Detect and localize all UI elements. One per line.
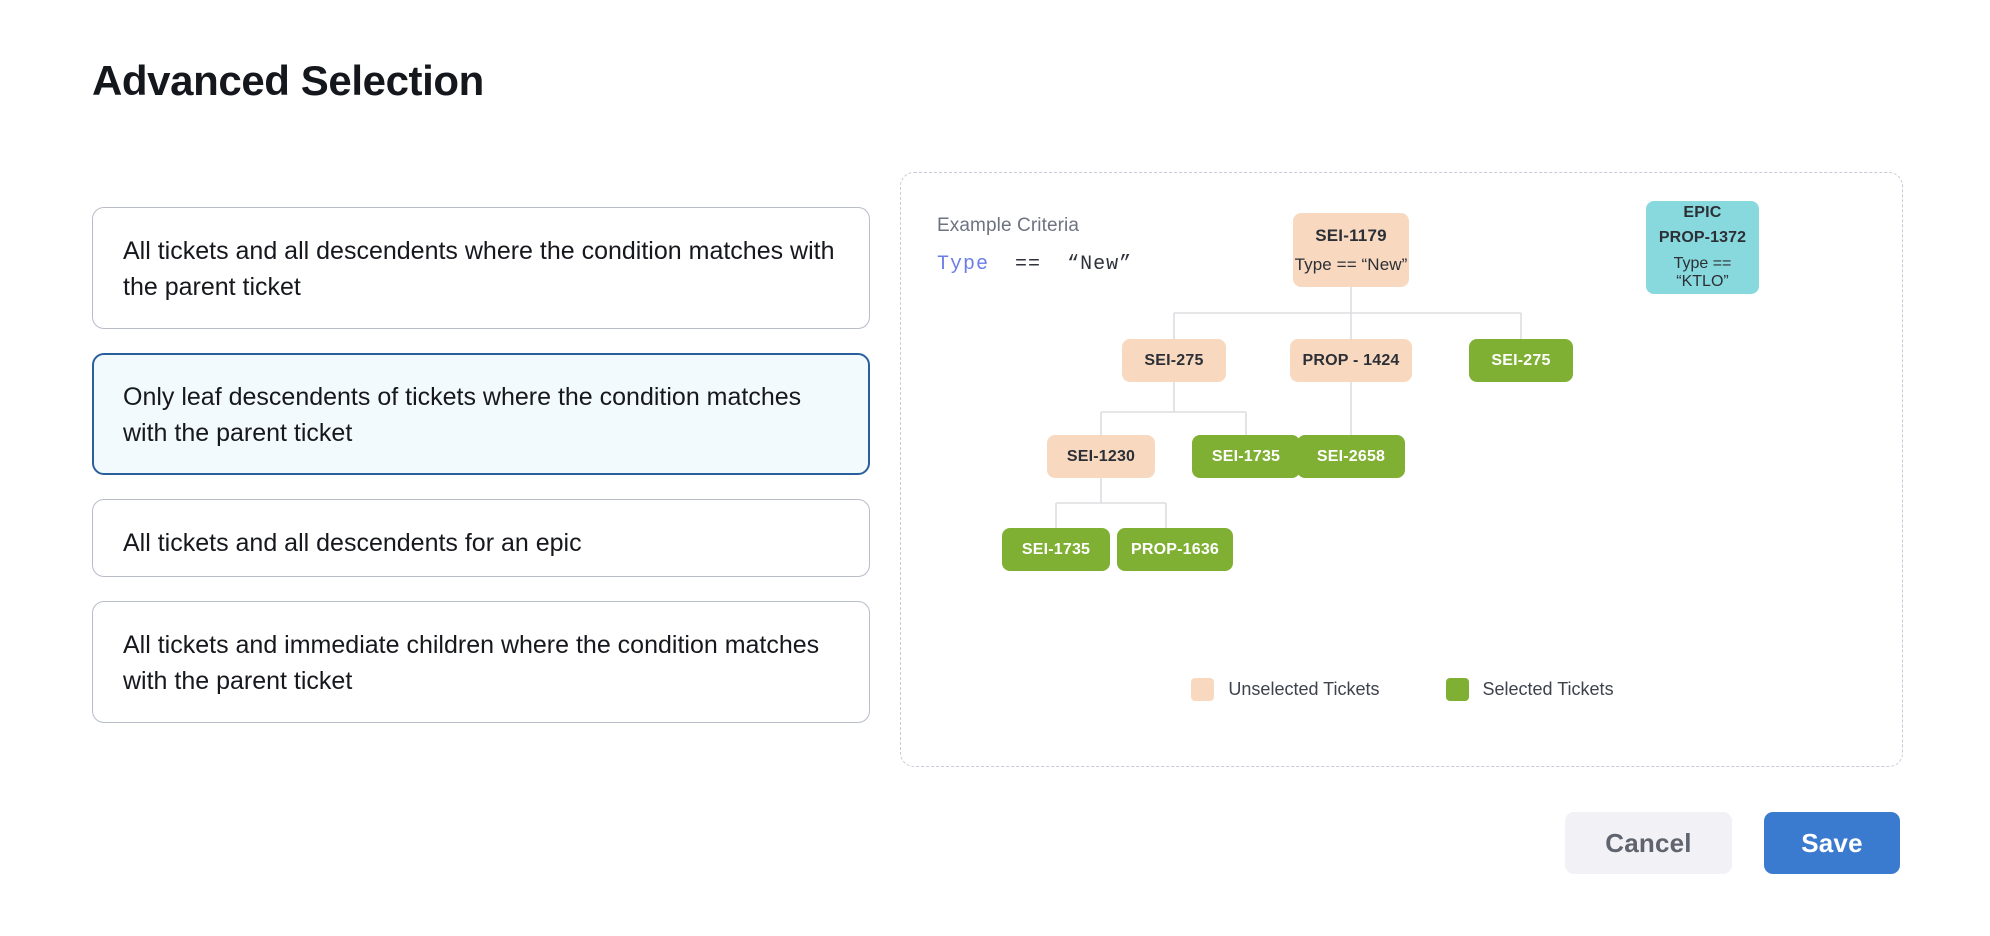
diagram-legend: Unselected Tickets Selected Tickets: [901, 678, 1904, 701]
legend-swatch-unselected-icon: [1191, 678, 1215, 701]
node-condition: Type == “KTLO”: [1673, 255, 1732, 290]
option-label: All tickets and immediate children where…: [123, 631, 820, 695]
cancel-button[interactable]: Cancel: [1565, 812, 1732, 874]
option-card-immediate-children-condition[interactable]: All tickets and immediate children where…: [92, 601, 870, 723]
node-id: SEI-1230: [1066, 447, 1136, 465]
tree-node-sei-1735-a[interactable]: SEI-1735: [1192, 435, 1300, 478]
node-type: EPIC: [1683, 204, 1722, 221]
tree-node-sei-1735-b[interactable]: SEI-1735: [1002, 528, 1110, 571]
criteria-value: “New”: [1067, 253, 1133, 276]
option-label: All tickets and all descendents for an e…: [123, 529, 582, 557]
option-card-all-descendents-condition[interactable]: All tickets and all descendents where th…: [92, 207, 870, 329]
page-title: Advanced Selection: [92, 57, 484, 104]
selection-options-list: All tickets and all descendents where th…: [92, 207, 870, 723]
option-card-leaf-descendents-condition[interactable]: Only leaf descendents of tickets where t…: [92, 353, 870, 475]
save-button[interactable]: Save: [1764, 812, 1900, 874]
tree-node-sei-1230[interactable]: SEI-1230: [1047, 435, 1155, 478]
tree-node-sei-2658[interactable]: SEI-2658: [1297, 435, 1405, 478]
node-id: SEI-1179: [1315, 225, 1387, 245]
node-id: SEI-275: [1144, 351, 1204, 369]
tree-node-sei-1179[interactable]: SEI-1179 Type == “New”: [1293, 213, 1409, 287]
option-card-all-descendents-epic[interactable]: All tickets and all descendents for an e…: [92, 499, 870, 577]
criteria-field: Type: [937, 253, 990, 276]
option-label: All tickets and all descendents where th…: [123, 237, 835, 301]
tree-node-sei-275-b[interactable]: SEI-275: [1469, 339, 1573, 382]
dialog-footer: Cancel Save: [1565, 812, 1900, 874]
legend-swatch-selected-icon: [1445, 678, 1469, 701]
node-id: PROP - 1424: [1302, 351, 1400, 369]
node-id: SEI-2658: [1316, 447, 1386, 465]
tree-node-prop-1424[interactable]: PROP - 1424: [1290, 339, 1412, 382]
legend-label: Selected Tickets: [1482, 679, 1614, 699]
criteria-expression: Type == “New”: [937, 253, 1132, 276]
tree-node-sei-275-a[interactable]: SEI-275: [1122, 339, 1226, 382]
ticket-tree: SEI-1179 Type == “New” EPIC PROP-1372 Ty…: [901, 173, 1904, 768]
tree-node-prop-1636[interactable]: PROP-1636: [1117, 528, 1233, 571]
node-id: PROP-1372: [1658, 229, 1747, 246]
legend-item-selected: Selected Tickets: [1445, 678, 1614, 701]
criteria-operator: ==: [1015, 253, 1042, 276]
criteria-title: Example Criteria: [937, 215, 1080, 236]
node-id: PROP-1636: [1130, 540, 1220, 558]
example-diagram-panel: Example Criteria Type == “New”: [900, 172, 1903, 767]
tree-node-epic-prop-1372[interactable]: EPIC PROP-1372 Type == “KTLO”: [1646, 201, 1759, 294]
node-id: SEI-1735: [1211, 447, 1281, 465]
node-id: SEI-1735: [1021, 540, 1091, 558]
node-condition: Type == “New”: [1294, 254, 1408, 274]
legend-item-unselected: Unselected Tickets: [1191, 678, 1380, 701]
option-label: Only leaf descendents of tickets where t…: [123, 383, 802, 447]
legend-label: Unselected Tickets: [1228, 679, 1380, 699]
node-id: SEI-275: [1491, 351, 1551, 369]
